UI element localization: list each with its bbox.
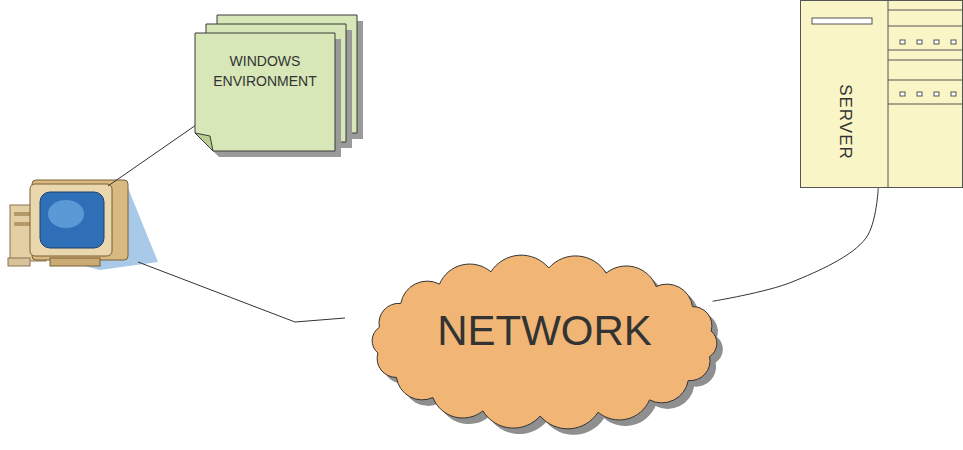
document-stack: WINDOWS ENVIRONMENT bbox=[195, 15, 367, 157]
rack-line bbox=[888, 26, 963, 27]
rack-led bbox=[934, 40, 939, 44]
speaker bbox=[8, 258, 30, 266]
server-cabinet bbox=[801, 1, 963, 188]
server-box: SERVER bbox=[800, 0, 963, 188]
monitor-screen bbox=[40, 192, 104, 248]
node-outline bbox=[800, 0, 963, 188]
connection-line bbox=[138, 262, 345, 322]
monitor-bezel bbox=[30, 184, 112, 256]
document-page bbox=[195, 33, 335, 151]
rack-line bbox=[888, 50, 963, 51]
rack-led bbox=[951, 40, 956, 44]
rack-line bbox=[888, 10, 963, 11]
node-label: WINDOWS ENVIRONMENT bbox=[199, 51, 331, 91]
rack-line bbox=[888, 104, 963, 105]
connection-line bbox=[108, 125, 196, 186]
cabinet-divider bbox=[888, 0, 889, 188]
network-link bbox=[713, 188, 879, 301]
screen-glare bbox=[48, 200, 84, 228]
drive-bay bbox=[812, 18, 872, 24]
network-cloud: NETWORK bbox=[352, 246, 737, 438]
page-fold bbox=[195, 133, 213, 151]
rack-led bbox=[951, 92, 956, 96]
rack-line bbox=[888, 80, 963, 81]
monitor-stand bbox=[50, 258, 100, 266]
rack-led bbox=[917, 40, 922, 44]
computer-icon bbox=[8, 180, 158, 270]
node-label: SERVER bbox=[835, 84, 855, 160]
rack-line bbox=[888, 60, 963, 61]
rack-led bbox=[917, 92, 922, 96]
rack-led bbox=[934, 92, 939, 96]
node-label: NETWORK bbox=[352, 306, 737, 356]
rack-led bbox=[900, 40, 905, 44]
rack-led bbox=[900, 92, 905, 96]
